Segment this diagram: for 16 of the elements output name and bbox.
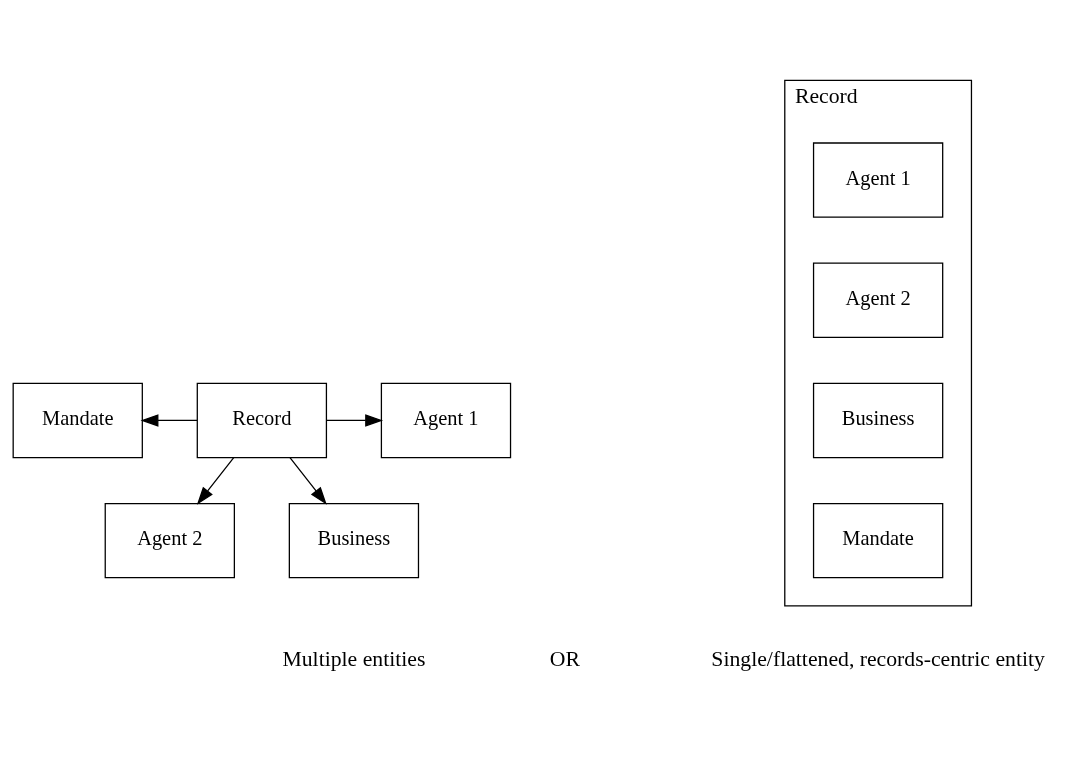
node-box: Business (288, 502, 420, 578)
node-box: Agent 1 (380, 382, 512, 458)
arrow (196, 456, 235, 505)
node-box: Mandate (812, 502, 944, 578)
node-box: Agent 1 (812, 141, 944, 218)
arrow (140, 413, 198, 427)
label: Single/flattened, records-centric entity (711, 646, 1045, 671)
label: Multiple entities (282, 646, 426, 671)
label: OR (549, 646, 580, 671)
node-box: Record (196, 382, 328, 458)
node-box: Mandate (12, 382, 143, 458)
arrow (325, 413, 384, 427)
arrow (289, 456, 327, 505)
node-box: Business (812, 382, 944, 458)
node-box: Agent 2 (812, 262, 944, 338)
node-box: Agent 2 (104, 502, 235, 578)
